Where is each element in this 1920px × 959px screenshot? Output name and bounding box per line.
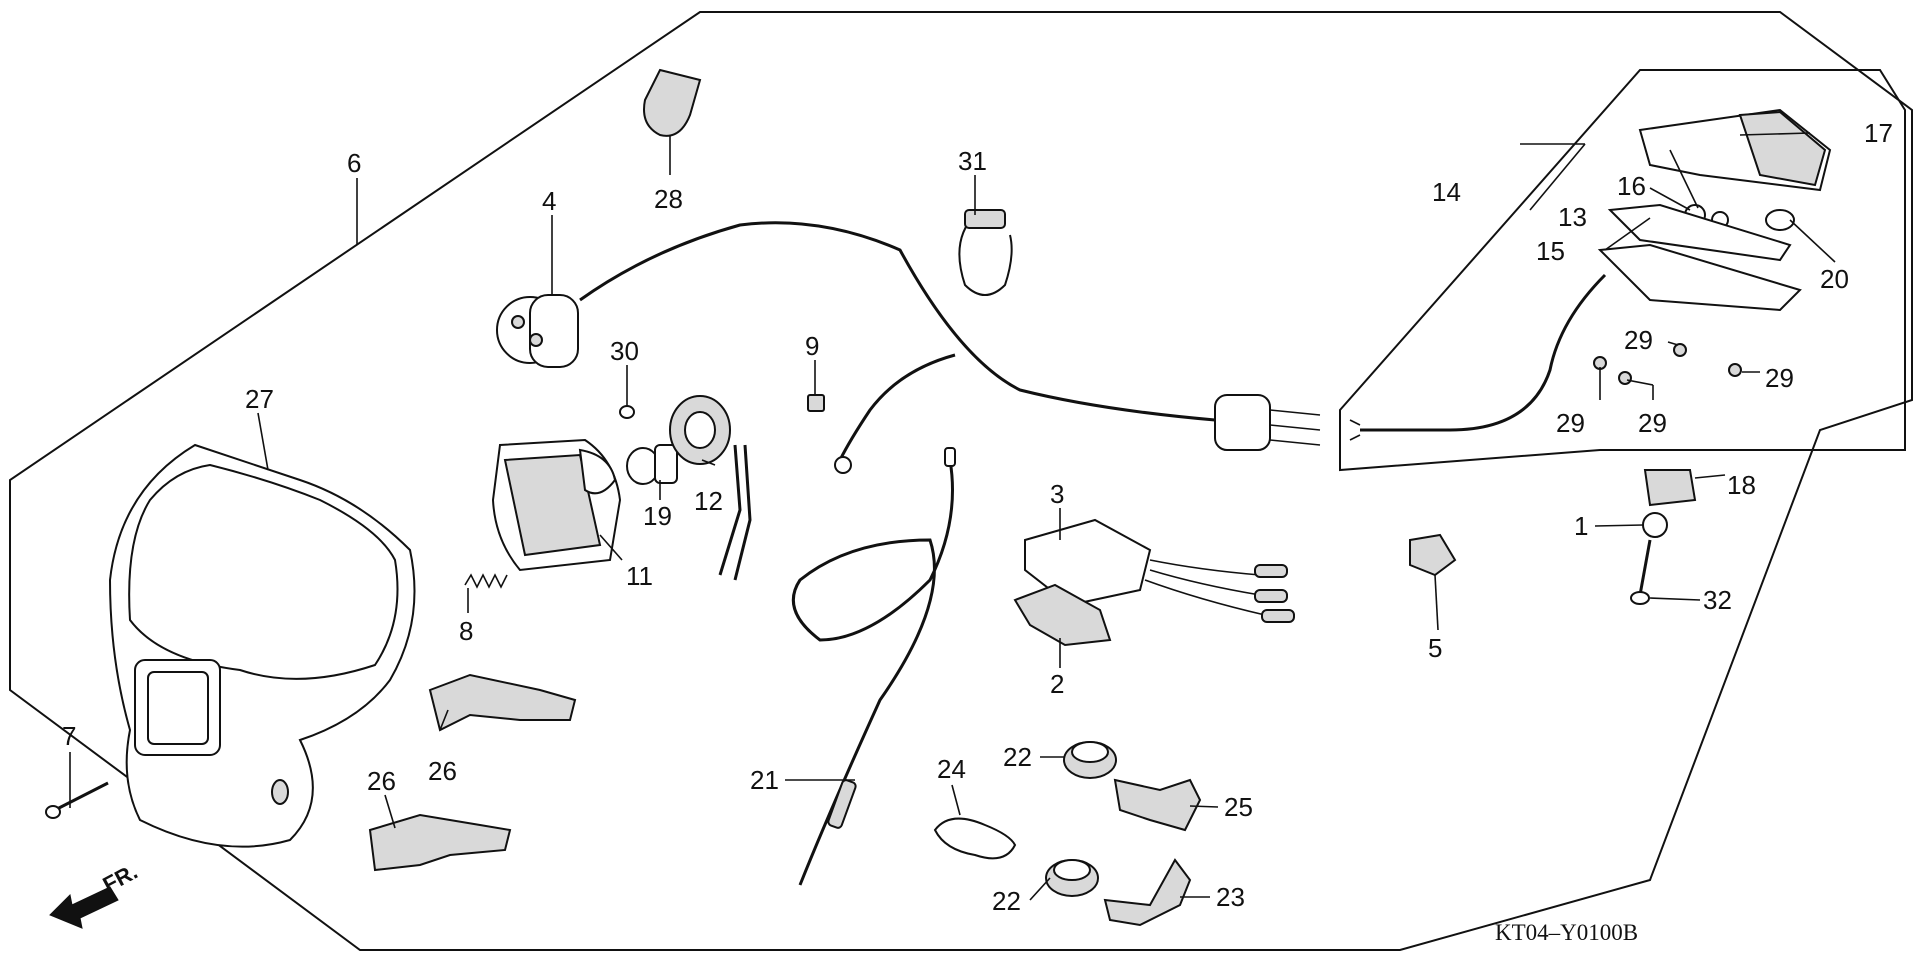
callout-20: 20 bbox=[1820, 264, 1849, 294]
stay-23 bbox=[1103, 858, 1192, 927]
callout-26-bottom: 26 bbox=[367, 766, 396, 796]
callout-21: 21 bbox=[750, 765, 779, 795]
collar-22-bottom bbox=[1045, 859, 1099, 897]
callout-25: 25 bbox=[1224, 792, 1253, 822]
leader-lines bbox=[69, 132, 1836, 901]
callout-19: 19 bbox=[643, 501, 672, 531]
callouts: 6 27 4 28 31 30 9 19 12 11 8 7 26 26 3 2… bbox=[62, 118, 1893, 916]
callout-29-c: 29 bbox=[1556, 408, 1585, 438]
main-harness bbox=[496, 221, 1321, 474]
callout-22-top: 22 bbox=[1003, 742, 1032, 772]
callout-2: 2 bbox=[1050, 669, 1064, 699]
collar-1 bbox=[1642, 512, 1668, 538]
callout-26-top: 26 bbox=[428, 756, 457, 786]
taillight-lens-17 bbox=[1638, 108, 1832, 192]
taillight-base-15 bbox=[1597, 243, 1802, 312]
callout-1: 1 bbox=[1574, 511, 1588, 541]
callout-27: 27 bbox=[245, 384, 274, 414]
callout-29-a: 29 bbox=[1624, 325, 1653, 355]
callout-29-b: 29 bbox=[1765, 363, 1794, 393]
bolt-32 bbox=[1630, 539, 1652, 605]
callout-12: 12 bbox=[694, 486, 723, 516]
callout-23: 23 bbox=[1216, 882, 1245, 912]
bracket-2 bbox=[1013, 583, 1112, 647]
callout-22-bottom: 22 bbox=[992, 886, 1021, 916]
callout-5: 5 bbox=[1428, 633, 1442, 663]
stay-25 bbox=[1113, 778, 1202, 832]
taillight-wire bbox=[1349, 273, 1607, 441]
callout-29-d: 29 bbox=[1638, 408, 1667, 438]
callout-9: 9 bbox=[805, 331, 819, 361]
callout-17: 17 bbox=[1864, 118, 1893, 148]
callout-30: 30 bbox=[610, 336, 639, 366]
band-24 bbox=[933, 817, 1017, 860]
collar-22-top bbox=[1063, 741, 1117, 779]
headlight-cover bbox=[108, 443, 416, 848]
callout-24: 24 bbox=[937, 754, 966, 784]
grommet-18 bbox=[1643, 469, 1697, 507]
callout-7: 7 bbox=[62, 721, 76, 751]
callout-8: 8 bbox=[459, 616, 473, 646]
unit-3 bbox=[1024, 518, 1295, 623]
screws-29 bbox=[1593, 343, 1742, 385]
spring-8 bbox=[464, 573, 508, 589]
bracket-26-bottom bbox=[368, 813, 512, 872]
bulb-20 bbox=[1765, 209, 1795, 231]
taillight-plate-13 bbox=[1607, 203, 1792, 262]
callout-18: 18 bbox=[1727, 470, 1756, 500]
cable-21 bbox=[791, 447, 956, 886]
callout-15: 15 bbox=[1536, 236, 1565, 266]
callout-4: 4 bbox=[542, 186, 556, 216]
callout-32: 32 bbox=[1703, 585, 1732, 615]
callout-16: 16 bbox=[1617, 171, 1646, 201]
front-direction-arrow: FR. bbox=[49, 859, 142, 929]
headlight-unit bbox=[491, 438, 622, 572]
screw-30 bbox=[619, 405, 635, 419]
callout-14: 14 bbox=[1432, 177, 1461, 207]
drawing-code: KT04–Y0100B bbox=[1495, 920, 1638, 945]
clip-9 bbox=[807, 394, 825, 412]
callout-3: 3 bbox=[1050, 479, 1064, 509]
bracket-26-top bbox=[428, 673, 577, 732]
callout-28: 28 bbox=[654, 184, 683, 214]
callout-13: 13 bbox=[1558, 202, 1587, 232]
band-31 bbox=[958, 209, 1013, 296]
clip-5 bbox=[1409, 533, 1457, 577]
clamp-28 bbox=[643, 68, 702, 137]
bulb-19 bbox=[626, 444, 678, 485]
callout-11: 11 bbox=[626, 561, 653, 591]
taillight-boundary bbox=[1339, 69, 1906, 472]
callout-6: 6 bbox=[347, 148, 361, 178]
callout-31: 31 bbox=[958, 146, 987, 176]
socket-12 bbox=[669, 395, 752, 581]
bolt-7 bbox=[45, 781, 109, 819]
assembly-boundary bbox=[9, 11, 1913, 951]
